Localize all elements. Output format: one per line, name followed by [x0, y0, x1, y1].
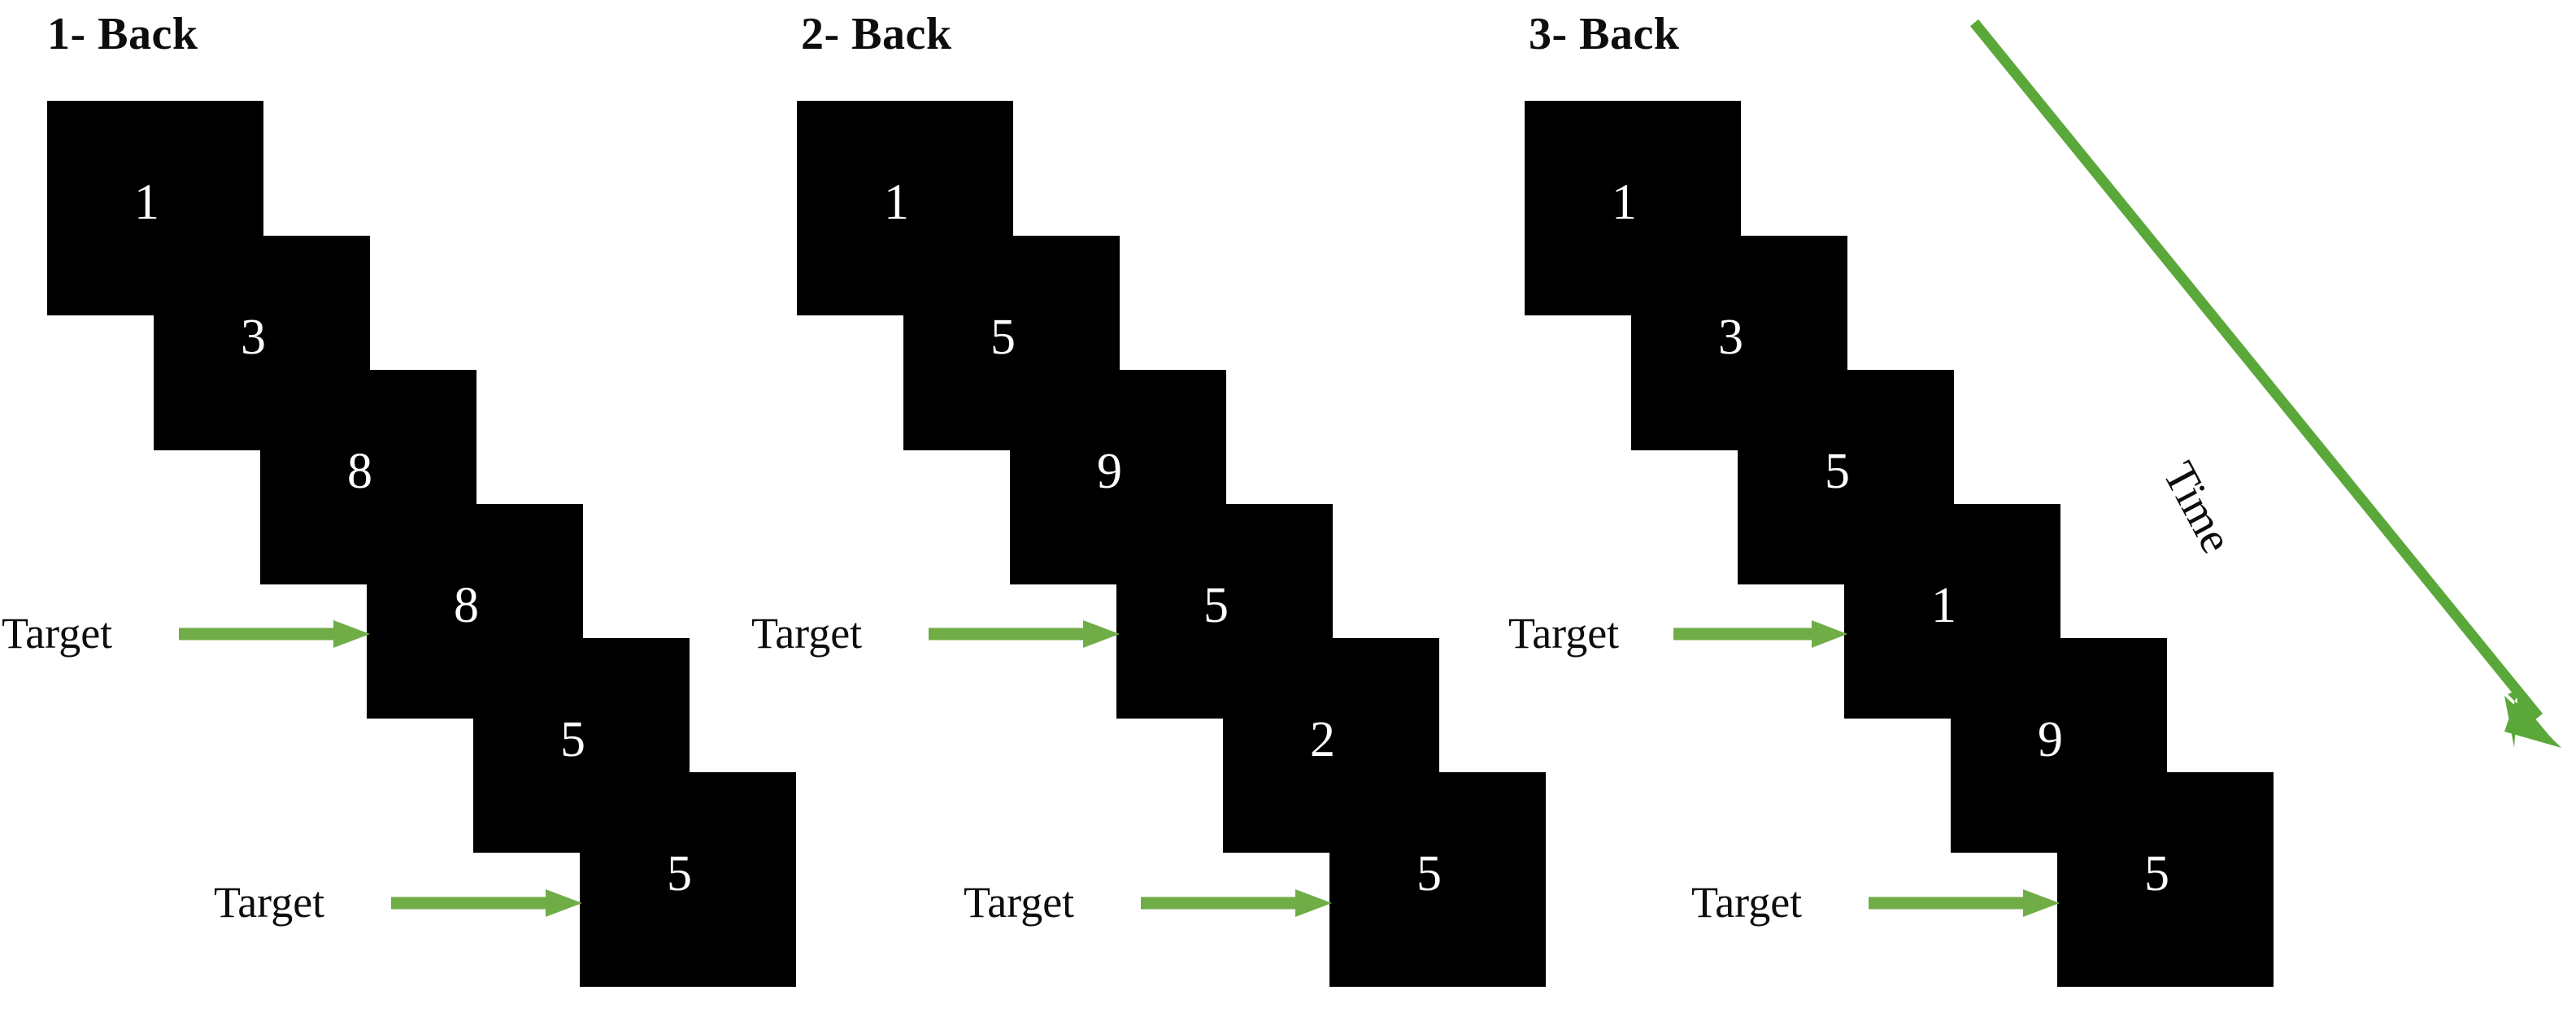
- stimulus-digit: 8: [347, 444, 372, 499]
- panel-two-back: 2- Back 1 5 9 5 2 5 Target Target: [750, 0, 1563, 1012]
- target-label: Target: [214, 878, 325, 927]
- stimulus-box: [2057, 772, 2274, 987]
- target-arrow-icon: [391, 887, 582, 919]
- stimulus-digit: 9: [1097, 444, 1122, 499]
- target-arrow-icon: [1869, 887, 2060, 919]
- stimulus-digit: 3: [1718, 310, 1743, 365]
- panel-title-two-back: 2- Back: [801, 9, 952, 59]
- stimulus-digit: 9: [2038, 712, 2063, 767]
- target-arrow-icon: [179, 618, 370, 650]
- stimulus-box: [580, 772, 796, 987]
- target-label: Target: [964, 878, 1075, 927]
- target-label: Target: [2, 609, 113, 658]
- target-label: Target: [751, 609, 863, 658]
- panel-title-one-back: 1- Back: [47, 9, 198, 59]
- stimulus-digit: 5: [1416, 846, 1442, 901]
- stimulus-digit: 5: [1203, 578, 1229, 633]
- panel-one-back: 1- Back 1 3 8 8 5 5 Target Target: [0, 0, 813, 1012]
- stimulus-digit: 3: [241, 310, 266, 365]
- target-arrow-icon: [1141, 887, 1332, 919]
- stimulus-digit: 8: [454, 578, 479, 633]
- stimulus-box: [1329, 772, 1546, 987]
- stimulus-digit: 5: [990, 310, 1016, 365]
- stimulus-digit: 1: [1612, 175, 1637, 230]
- target-label: Target: [1691, 878, 1803, 927]
- stimulus-digit: 5: [2144, 846, 2169, 901]
- stimulus-digit: 1: [1931, 578, 1956, 633]
- target-label: Target: [1508, 609, 1620, 658]
- target-arrow-icon: [929, 618, 1120, 650]
- stimulus-digit: 1: [134, 175, 159, 230]
- stimulus-digit: 5: [560, 712, 585, 767]
- stimulus-digit: 1: [884, 175, 909, 230]
- target-arrow-icon: [1673, 618, 1847, 650]
- stimulus-digit: 5: [1825, 444, 1850, 499]
- stimulus-digit: 2: [1310, 712, 1335, 767]
- stimulus-digit: 5: [667, 846, 692, 901]
- panel-title-three-back: 3- Back: [1529, 9, 1680, 59]
